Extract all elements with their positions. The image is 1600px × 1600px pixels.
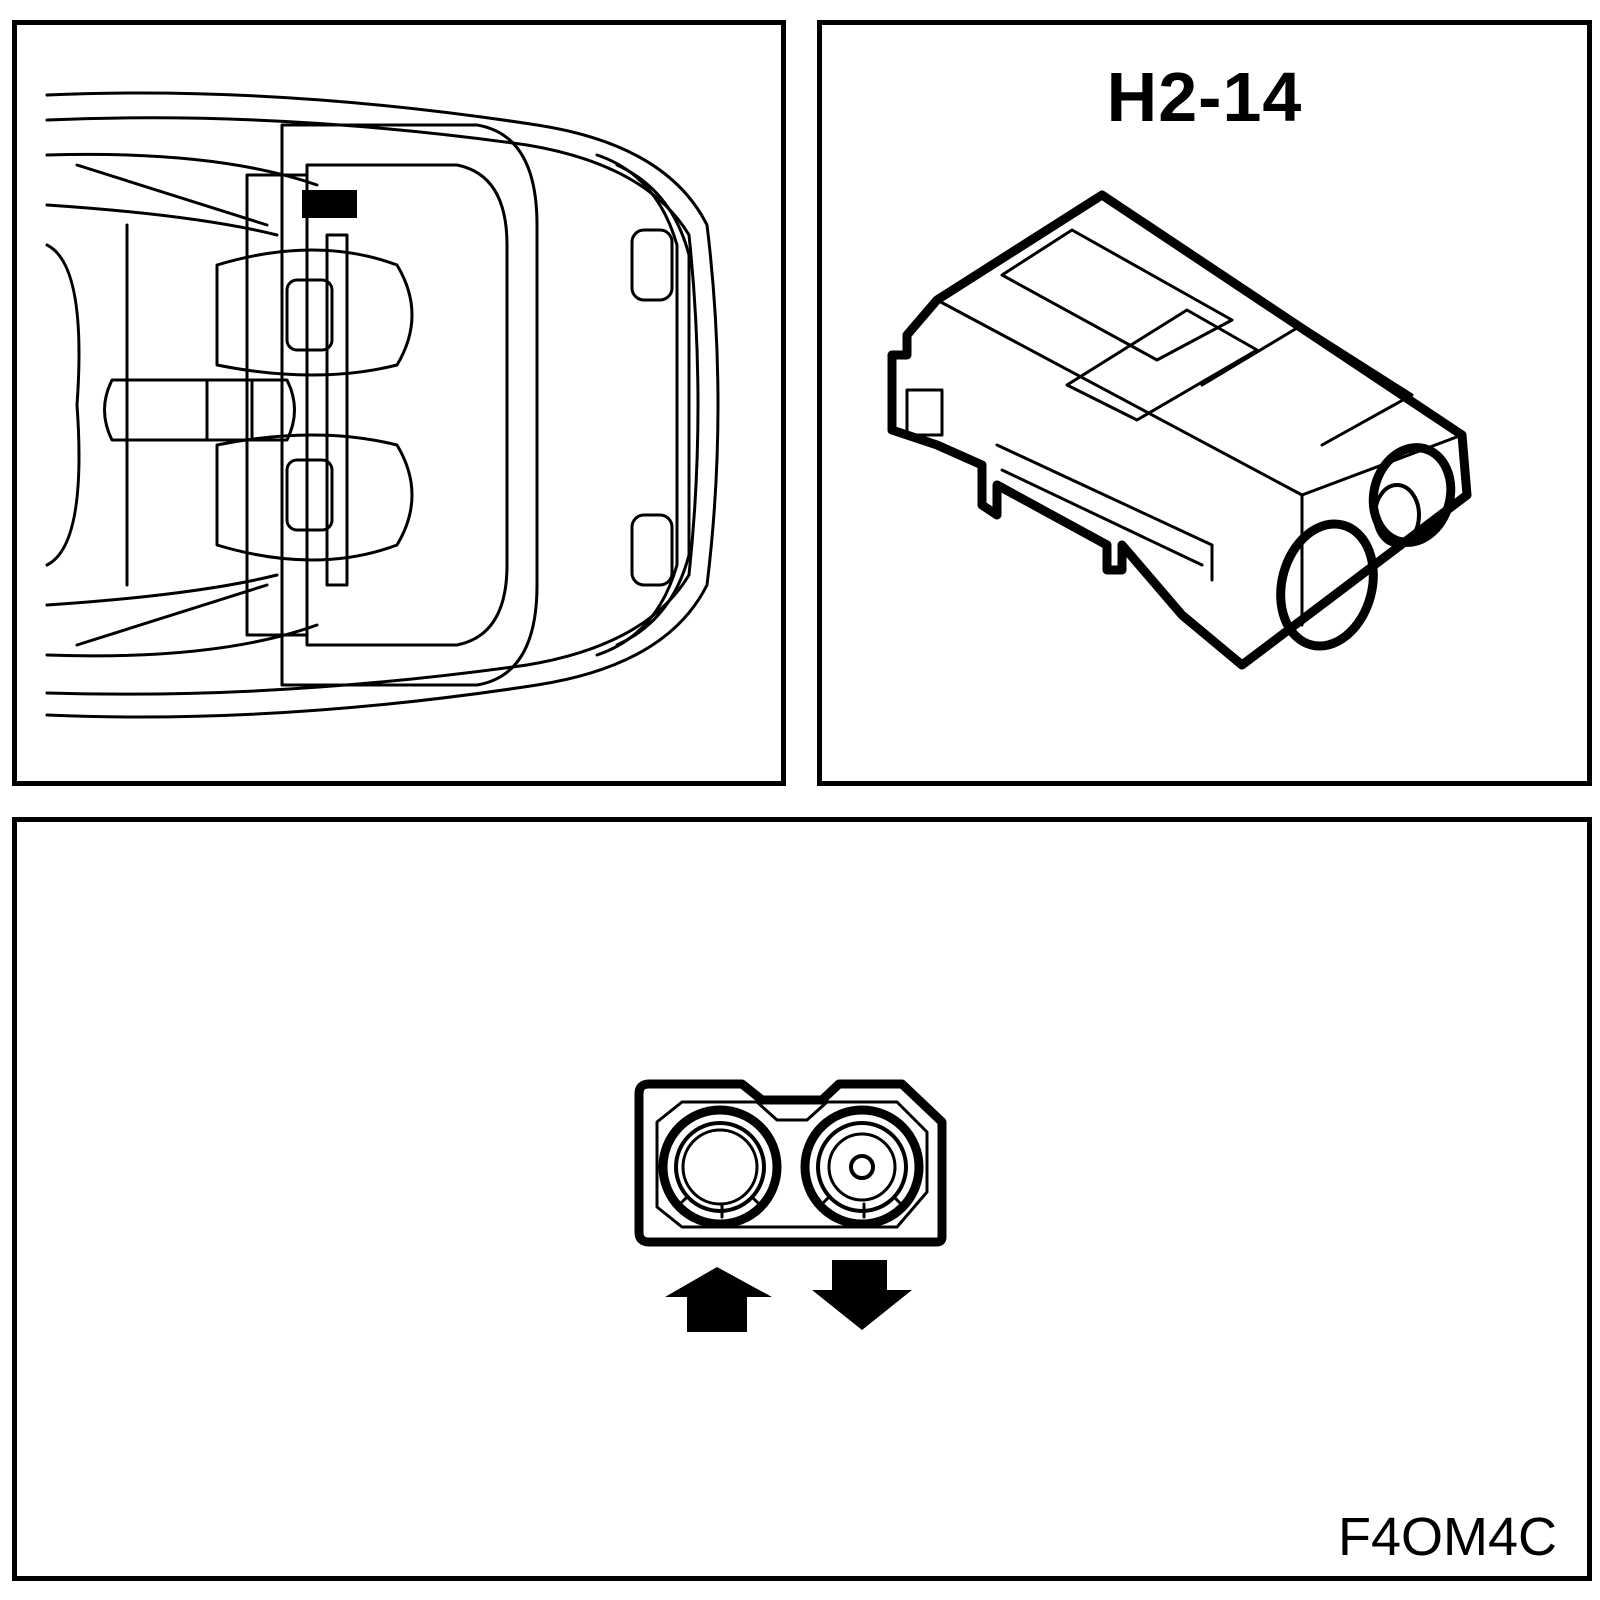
connector-terminal-face-icon	[634, 1079, 947, 1332]
connector-housing-icon	[887, 190, 1472, 670]
vehicle-top-view-icon	[45, 91, 720, 719]
arrow-down-icon	[812, 1260, 912, 1330]
terminal-face-panel: F4OM4C	[12, 817, 1592, 1581]
arrow-up-icon	[665, 1267, 772, 1332]
connector-panel: H2-14	[817, 20, 1592, 786]
location-marker-icon	[302, 190, 357, 218]
figure-code-label: F4OM4C	[1337, 1507, 1557, 1567]
vehicle-location-panel	[12, 20, 786, 786]
connector-id-label: H2-14	[1106, 58, 1303, 136]
